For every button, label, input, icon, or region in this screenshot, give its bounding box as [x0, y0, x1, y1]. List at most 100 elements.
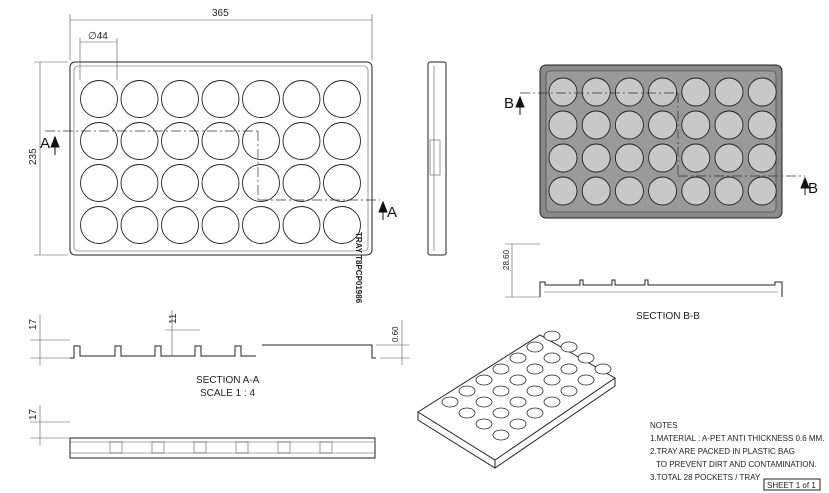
- pocket: [581, 77, 611, 107]
- pocket: [714, 176, 744, 206]
- pocket: [282, 122, 321, 160]
- pocket: [543, 330, 561, 342]
- pocket: [614, 176, 644, 206]
- pocket: [747, 176, 777, 206]
- pocket: [543, 396, 561, 408]
- pocket: [323, 122, 361, 160]
- pocket: [548, 77, 578, 107]
- shaded-view-pockets: [548, 77, 777, 206]
- section-bb-depth: 28.60: [502, 249, 511, 270]
- front-slot: [151, 441, 165, 454]
- pocket: [80, 206, 118, 244]
- pocket: [161, 164, 199, 202]
- pocket: [323, 206, 361, 244]
- pocket: [526, 407, 544, 419]
- pocket: [509, 418, 527, 430]
- pocket: [509, 352, 527, 364]
- top-view: TRAY T8PCP01986 365 ∅44 235 A A: [28, 8, 397, 304]
- pocket: [120, 122, 159, 160]
- pocket: [120, 206, 159, 244]
- pocket: [747, 110, 777, 140]
- pocket: [714, 110, 744, 140]
- notes: NOTES 1.MATERIAL : A-PET ANTI THICKNESS …: [650, 421, 824, 491]
- pocket: [161, 122, 199, 160]
- tray-marking: TRAY T8PCP01986: [354, 232, 363, 304]
- pocket: [282, 164, 321, 202]
- pocket: [548, 110, 578, 140]
- pocket: [526, 363, 544, 375]
- pocket: [492, 385, 510, 397]
- pocket: [747, 143, 777, 173]
- pocket: [560, 341, 578, 353]
- pocket: [543, 352, 561, 364]
- pocket: [560, 363, 578, 375]
- pocket: [681, 176, 711, 206]
- pocket: [242, 80, 280, 118]
- note-line: 1.MATERIAL : A-PET ANTI THICKNESS 0.6 MM…: [650, 434, 824, 443]
- pocket: [161, 80, 199, 118]
- pocket: [614, 143, 644, 173]
- pocket: [161, 206, 199, 244]
- pocket: [475, 374, 493, 386]
- pocket: [526, 385, 544, 397]
- front-view: 17: [28, 405, 376, 459]
- pocket: [747, 77, 777, 107]
- pocket: [648, 77, 678, 107]
- pocket: [548, 143, 578, 173]
- pocket: [577, 374, 595, 386]
- pocket: [323, 80, 361, 118]
- pocket: [242, 164, 280, 202]
- pocket: [458, 385, 476, 397]
- pocket: [282, 80, 321, 118]
- pocket: [509, 374, 527, 386]
- pocket: [681, 77, 711, 107]
- sheet-label: SHEET 1 of 1: [767, 481, 816, 490]
- width-dimension: 365: [212, 8, 229, 19]
- pocket: [492, 363, 510, 375]
- pocket: [560, 385, 578, 397]
- pocket: [714, 77, 744, 107]
- pocket: [323, 164, 361, 202]
- height-dimension: 235: [28, 148, 39, 165]
- section-aa-label: SECTION A-A: [196, 375, 260, 386]
- pocket: [242, 122, 280, 160]
- note-line: 2.TRAY ARE PACKED IN PLASTIC BAG: [650, 447, 795, 456]
- pocket: [458, 407, 476, 419]
- pocket: [614, 110, 644, 140]
- pocket: [614, 77, 644, 107]
- pocket: [648, 176, 678, 206]
- section-a-marker-left: A: [40, 135, 50, 152]
- pocket: [80, 164, 118, 202]
- pocket: [543, 374, 561, 386]
- note-line: TO PREVENT DIRT AND CONTAMINATION.: [656, 460, 816, 469]
- pocket: [577, 352, 595, 364]
- notes-title: NOTES: [650, 421, 678, 430]
- section-bb-label: SECTION B-B: [636, 311, 700, 322]
- front-slot: [319, 441, 333, 454]
- pocket: [120, 164, 159, 202]
- pocket: [509, 396, 527, 408]
- pocket: [242, 206, 280, 244]
- pocket: [681, 143, 711, 173]
- section-bb: 28.60 SECTION B-B: [502, 243, 783, 322]
- pocket: [681, 110, 711, 140]
- pocket: [475, 396, 493, 408]
- top-view-shaded: B B: [504, 64, 818, 219]
- pocket: [581, 176, 611, 206]
- side-view: [427, 61, 447, 256]
- section-aa-thickness: 0.60: [391, 326, 400, 342]
- pocket: [80, 122, 118, 160]
- isometric-view: [417, 330, 616, 469]
- pocket: [201, 164, 240, 202]
- pocket: [581, 110, 611, 140]
- pocket: [648, 143, 678, 173]
- front-slot: [193, 441, 207, 454]
- front-slot: [277, 441, 291, 454]
- scale-label: SCALE 1 : 4: [200, 388, 255, 399]
- pocket: [201, 80, 240, 118]
- pocket: [282, 206, 321, 244]
- section-b-marker-left: B: [504, 95, 514, 112]
- front-slot: [235, 441, 249, 454]
- pocket: [526, 341, 544, 353]
